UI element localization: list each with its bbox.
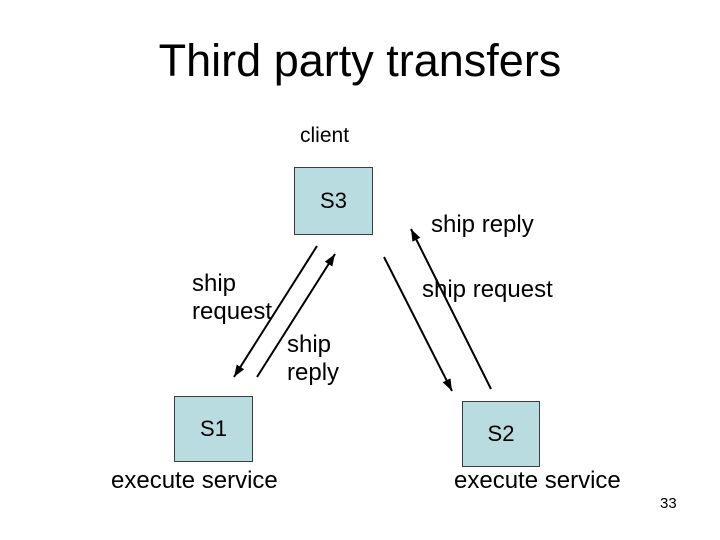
execute-service-label-right: execute service [454, 467, 621, 494]
ship-request-left-line1: ship [192, 270, 237, 297]
ship-reply-label-left: ship reply [287, 331, 339, 387]
node-s1: S1 [174, 396, 253, 462]
slide-title: Third party transfers [158, 35, 562, 86]
node-s3: S3 [294, 167, 373, 235]
arrow-s1-to-s3-ship-reply [256, 253, 336, 378]
node-s2-label: S2 [487, 421, 515, 446]
ship-reply-left-line1: ship [287, 331, 332, 358]
arrow-s2-to-s3-ship-reply [410, 228, 492, 390]
ship-request-label-left: ship request [192, 270, 272, 326]
ship-reply-left-line2: reply [287, 359, 340, 386]
ship-request-label-right: ship request [422, 276, 553, 303]
ship-request-left-line2: request [192, 298, 273, 325]
execute-service-label-left: execute service [111, 467, 278, 494]
arrow-s3-to-s1-ship-request [233, 245, 318, 378]
ship-reply-label-right: ship reply [431, 211, 534, 238]
arrow-s3-to-s2-ship-request [383, 256, 453, 392]
node-s3-label: S3 [320, 188, 347, 213]
page-number: 33 [660, 495, 677, 512]
client-label: client [300, 124, 350, 147]
node-s2: S2 [462, 401, 540, 467]
node-s1-label: S1 [200, 416, 227, 441]
